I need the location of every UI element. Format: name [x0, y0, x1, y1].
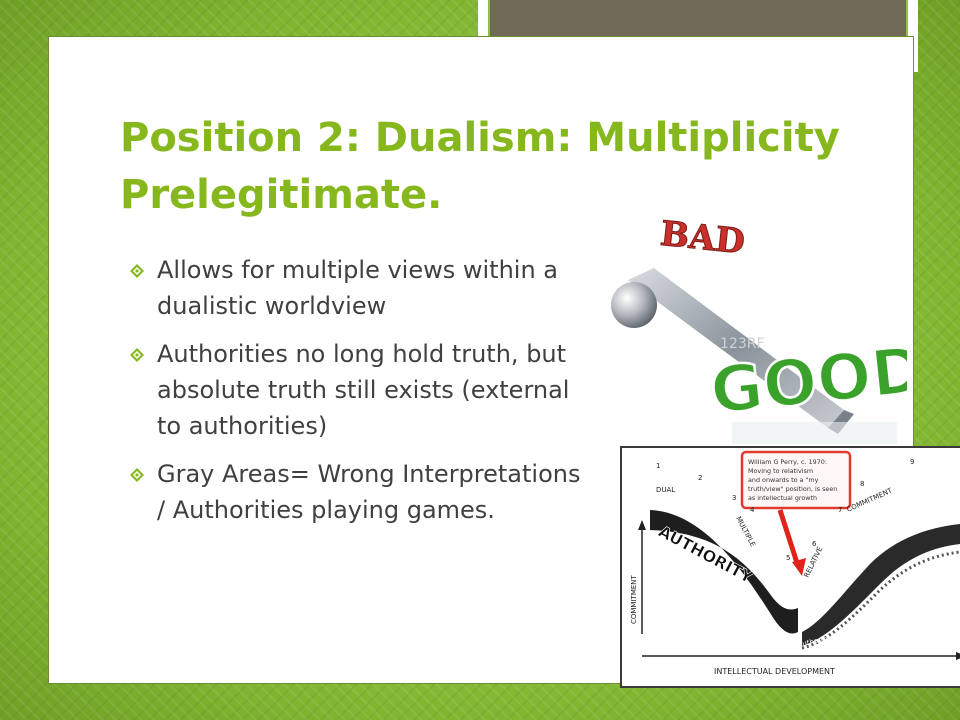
seesaw-plank	[628, 268, 844, 428]
annotation-line: truth/view" position, is seen	[748, 485, 837, 493]
bullet-text: Allows for multiple views within a duali…	[157, 256, 558, 320]
authority-band	[650, 510, 798, 634]
bad-good-scale-image: BAD GOOD 123RF	[592, 200, 929, 450]
stage-relative-label: RELATIVE	[803, 546, 825, 579]
stage-number: 2	[698, 474, 702, 482]
watermark-text: 123RF	[720, 336, 765, 352]
good-word: GOOD	[707, 333, 907, 429]
bullet-item: Allows for multiple views within a duali…	[130, 252, 590, 324]
y-axis-label: COMMITMENT	[630, 574, 638, 624]
right-band	[802, 524, 960, 646]
annotation-box	[740, 450, 852, 510]
bullet-item: Gray Areas= Wrong Interpretations / Auth…	[130, 456, 590, 528]
stage-number: 8	[860, 480, 864, 488]
bullet-text: Gray Areas= Wrong Interpretations / Auth…	[157, 460, 581, 524]
perry-scheme-diagram: William G Perry, c. 1970: Moving to rela…	[620, 446, 960, 688]
x-axis-label: INTELLECTUAL DEVELOPMENT	[714, 667, 835, 676]
stage-number: 1	[656, 462, 660, 470]
stage-number: 7	[838, 506, 842, 514]
title-line-1: Position 2: Dualism: Multiplicity	[120, 115, 840, 161]
seesaw-pivot	[611, 282, 657, 328]
diamond-bullet-icon	[130, 348, 144, 362]
annotation-line: Moving to relativism	[748, 467, 813, 475]
stage-number: 4	[750, 506, 755, 514]
diamond-bullet-icon	[130, 468, 144, 482]
bullet-list: Allows for multiple views within a duali…	[130, 252, 590, 540]
red-arrow	[777, 509, 801, 567]
stage-number: 5	[786, 554, 790, 562]
stage-number: 3	[732, 494, 736, 502]
stage-number: 9	[910, 458, 914, 466]
stage-dual-label: DUAL	[656, 486, 675, 494]
bad-word: BAD	[658, 214, 746, 263]
bullet-text: Authorities no long hold truth, but abso…	[157, 340, 570, 440]
perry-diagram-svg: William G Perry, c. 1970: Moving to rela…	[630, 450, 960, 676]
diamond-bullet-icon	[130, 264, 144, 278]
stage-multiple-label: MULTIPLE	[734, 515, 757, 548]
stage-commitment-label: COMMITMENT	[846, 486, 894, 513]
title-line-2: Prelegitimate.	[120, 172, 443, 218]
stage-number: 6	[812, 540, 817, 548]
bullet-item: Authorities no long hold truth, but abso…	[130, 336, 590, 444]
annotation-line: William G Perry, c. 1970:	[748, 458, 827, 466]
slide-title: Position 2: Dualism: Multiplicity Preleg…	[120, 110, 860, 224]
annotation-line: and onwards to a "my	[748, 476, 819, 484]
scale-illustration: BAD GOOD 123RF	[611, 213, 929, 444]
annotation-line: as intellectual growth	[748, 494, 817, 502]
svg-text:William G Perry, c. 1970:: William G Perry, c. 1970: Moving to rela…	[748, 458, 839, 502]
